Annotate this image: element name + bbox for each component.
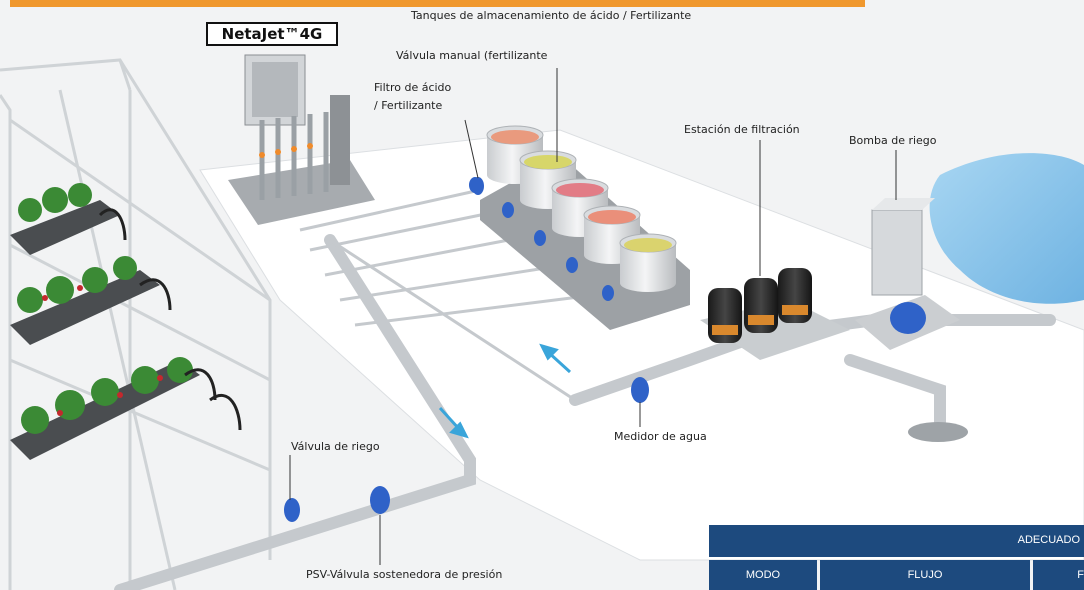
irrigation-pump-label: Bomba de riego [849,134,937,147]
greenhouse [0,58,272,590]
netajet-unit [228,54,375,225]
mode-flow-table: ADECUADO MODO FLUJO F [709,525,1084,590]
table-header-label: ADECUADO [1017,534,1080,546]
tank-liquid [624,238,672,252]
acid-filter-valves [469,177,614,301]
header-accent-bar [10,0,865,7]
netajet-brand-label: NetaJet™4G [206,22,338,46]
table-header: ADECUADO [709,525,1084,557]
fertigation-lines [299,188,596,402]
irrigation-valve-body [284,498,300,522]
table-col-f: F [1033,560,1084,590]
pump-suction-base [908,422,968,442]
irrigation-pump [855,198,960,350]
pond [929,153,1084,304]
acid-fertilizer-tanks [486,125,677,292]
water-meter-body [631,377,649,403]
pump-motor [890,302,926,334]
tank-liquid [556,183,604,197]
acid-filter-valve [534,230,546,246]
tank-liquid [524,155,572,169]
acid-filter-label-line1: Filtro de ácido [374,81,452,94]
acid-filter-label-line2: / Fertilizante [374,99,443,112]
table-col-modo: MODO [709,560,817,590]
acid-filter-valve [602,285,614,301]
psv-valve-label: PSV-Válvula sostenedora de presión [306,568,503,581]
tank-liquid [588,210,636,224]
table-col-flujo: FLUJO [820,560,1030,590]
tank [620,243,676,292]
filtration-station-label: Estación de filtración [684,123,800,136]
irrigation-valve-label: Válvula de riego [291,440,380,453]
acid-filter-valve [502,202,514,218]
tank-storage-title: Tanques de almacenamiento de ácido / Fer… [411,9,692,22]
psv-valve-body [370,486,390,514]
flow-arrows [438,343,572,439]
manual-valve-label: Válvula manual (fertilizante [396,49,548,62]
tank-liquid [491,130,539,144]
water-meter-label: Medidor de agua [614,430,707,443]
leader-lines [289,68,897,565]
plant-rows [10,183,242,460]
filtration-station [700,268,850,360]
acid-filter-valve [566,257,578,273]
line-valves [284,177,649,522]
